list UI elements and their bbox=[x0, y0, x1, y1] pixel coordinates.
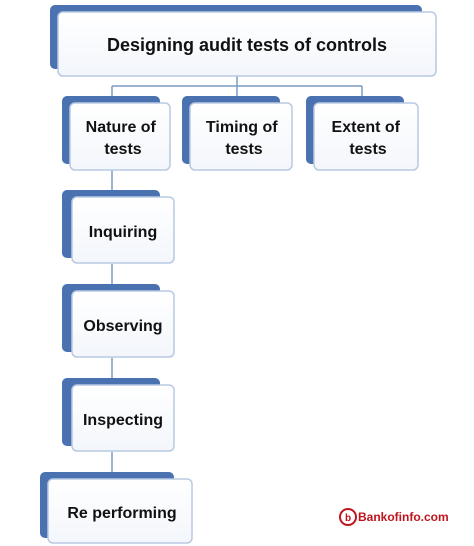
watermark: b Bankofinfo.com bbox=[339, 508, 449, 526]
branch-node-extent-line-1: Extent of bbox=[332, 119, 401, 136]
branch-node-nature-box bbox=[69, 102, 171, 171]
step-node-inquiring: Inquiring bbox=[62, 190, 175, 264]
step-node-observing-label: Observing bbox=[83, 318, 162, 335]
branch-node-timing-box bbox=[189, 102, 293, 171]
step-node-inspecting: Inspecting bbox=[62, 378, 175, 452]
connectors bbox=[111, 76, 363, 475]
watermark-text: Bankofinfo.com bbox=[358, 510, 449, 524]
step-node-observing-box bbox=[71, 290, 175, 358]
step-node-inquiring-label: Inquiring bbox=[89, 224, 157, 241]
step-node-inspecting-label: Inspecting bbox=[83, 412, 163, 429]
step-node-reperforming-box bbox=[47, 478, 193, 544]
branch-node-extent: Extent of tests bbox=[306, 96, 419, 171]
step-node-inquiring-box bbox=[71, 196, 175, 264]
step-node-inspecting-box bbox=[71, 384, 175, 452]
svg-text:Extent of tests: Extent of tests bbox=[332, 119, 405, 158]
branch-node-timing-line-2: tests bbox=[225, 141, 262, 158]
branch-node-nature-line-2: tests bbox=[104, 141, 141, 158]
title-node: Designing audit tests of controls bbox=[50, 5, 437, 77]
title-node-box bbox=[57, 11, 437, 77]
watermark-logo-letter: b bbox=[345, 513, 351, 524]
branch-node-extent-line-2: tests bbox=[349, 141, 386, 158]
branch-node-extent-box bbox=[313, 102, 419, 171]
svg-text:Timing of tests: Timing of tests bbox=[206, 119, 282, 158]
step-node-reperforming-label: Re performing bbox=[67, 505, 176, 522]
watermark-logo-icon bbox=[339, 508, 357, 526]
step-node-reperforming: Re performing bbox=[40, 472, 193, 544]
step-node-observing: Observing bbox=[62, 284, 175, 358]
title-node-label: Designing audit tests of controls bbox=[107, 35, 387, 55]
branch-node-timing-line-1: Timing of bbox=[206, 119, 278, 136]
branch-node-nature-line-1: Nature of bbox=[86, 119, 157, 136]
branch-node-timing: Timing of tests bbox=[182, 96, 293, 171]
svg-text:Nature of tests: Nature of tests bbox=[86, 119, 161, 158]
branch-node-nature: Nature of tests bbox=[62, 96, 171, 171]
